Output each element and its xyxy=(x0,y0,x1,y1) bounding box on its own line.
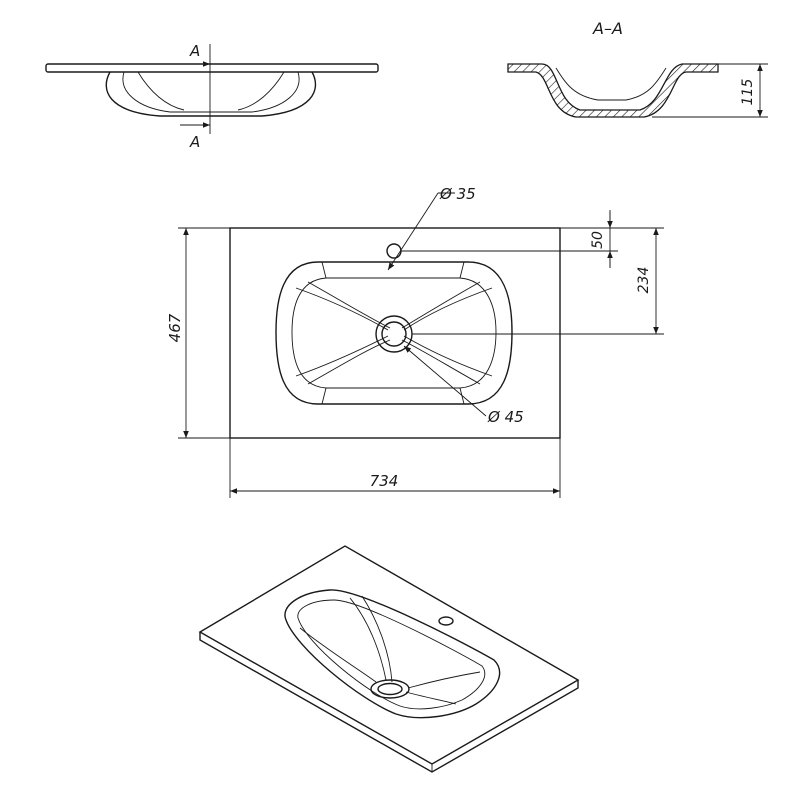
front-view: A A xyxy=(45,42,379,151)
dim-734-label: 734 xyxy=(370,472,399,490)
drain-inner-ring xyxy=(381,321,407,347)
iso-bowl-curve-5 xyxy=(405,691,457,705)
dim-467-label: 467 xyxy=(166,313,184,342)
section-label-bottom: A xyxy=(189,133,200,151)
basin-curve-tl xyxy=(295,287,389,331)
iso-drain-inner xyxy=(377,682,403,696)
iso-faucet-hole xyxy=(438,616,454,626)
basin-curve-tr xyxy=(403,287,493,331)
basin-curve-br2 xyxy=(401,339,481,385)
basin-outer xyxy=(275,261,513,405)
front-view-slab xyxy=(45,63,379,73)
dim-234-label: 234 xyxy=(636,267,652,294)
top-view-outline xyxy=(229,227,561,439)
basin-curve-br xyxy=(403,335,493,377)
section-title: A–A xyxy=(592,19,623,38)
basin-corners xyxy=(321,261,465,405)
iso-slab-top xyxy=(198,545,580,765)
basin-curve-tl2 xyxy=(307,281,391,329)
front-view-bowl-inner xyxy=(122,71,300,113)
iso-bowl-curve-2 xyxy=(361,595,393,683)
top-view: Ø 35 Ø 45 50 234 467 734 xyxy=(166,185,664,498)
iso-slab-edge xyxy=(199,632,579,773)
iso-bowl-curve-3 xyxy=(299,627,377,683)
basin-curve-bl2 xyxy=(307,339,391,385)
faucet-hole-label: Ø 35 xyxy=(439,185,476,203)
drain-leader xyxy=(403,345,487,417)
dim-50-label: 50 xyxy=(590,231,606,249)
isometric-view xyxy=(198,545,580,773)
section-bowl-inner xyxy=(555,67,667,101)
iso-bowl-inner xyxy=(297,599,486,710)
basin-curve-bl xyxy=(295,335,389,377)
section-label-top: A xyxy=(189,42,200,60)
iso-bowl-curve-1 xyxy=(349,597,387,681)
iso-bowl-curve-4 xyxy=(407,671,481,689)
faucet-leader xyxy=(387,192,439,271)
faucet-hole xyxy=(386,243,402,259)
basin-curve-tr2 xyxy=(401,281,481,329)
basin-inner xyxy=(291,277,497,389)
front-view-curve-right xyxy=(237,71,285,111)
front-view-curve-left xyxy=(137,71,185,111)
iso-bowl-outer xyxy=(284,589,501,719)
front-view-bowl-outer xyxy=(105,71,317,117)
drain-hole-label: Ø 45 xyxy=(487,408,524,426)
section-view: A–A 115 xyxy=(507,19,768,118)
dim-height-label: 115 xyxy=(740,79,756,106)
iso-drain-outer xyxy=(370,679,410,699)
section-profile xyxy=(507,63,719,118)
